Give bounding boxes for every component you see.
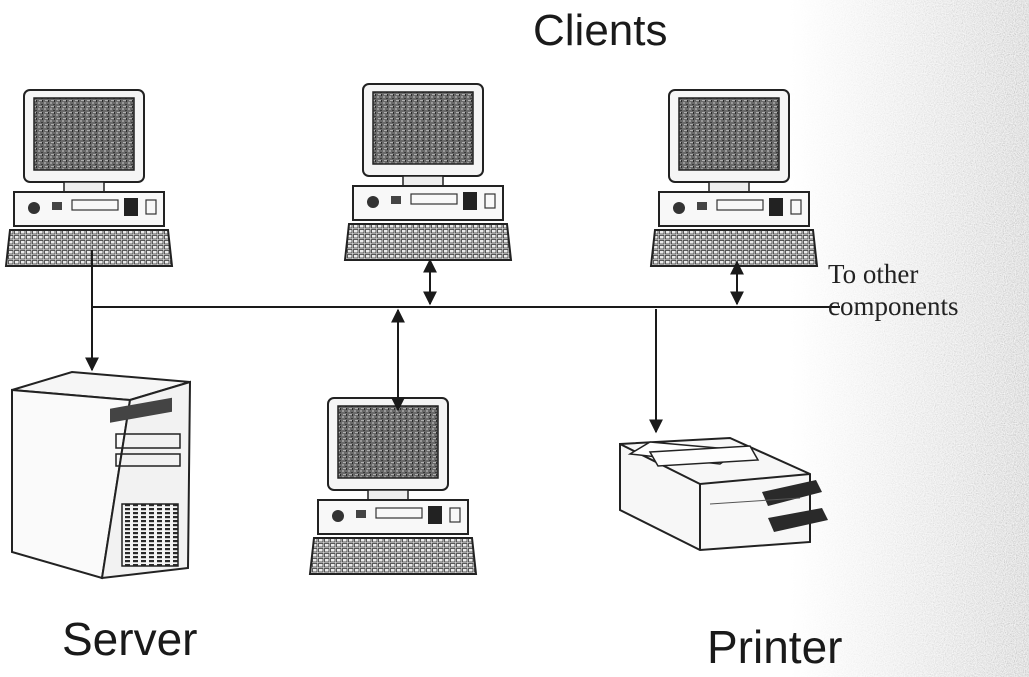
other-components-label: To other components (828, 258, 958, 322)
client-computer-icon (344, 83, 512, 261)
printer-icon (619, 436, 828, 552)
scan-texture (790, 0, 1029, 677)
server-tower-icon (11, 370, 192, 580)
other-components-line2: components (828, 291, 959, 321)
client-computer-icon (5, 89, 173, 267)
client-computer-icon (309, 397, 477, 575)
clients-label: Clients (533, 6, 668, 55)
server-label: Server (62, 613, 198, 665)
other-components-line1: To other (828, 259, 919, 289)
printer-label: Printer (707, 621, 843, 673)
